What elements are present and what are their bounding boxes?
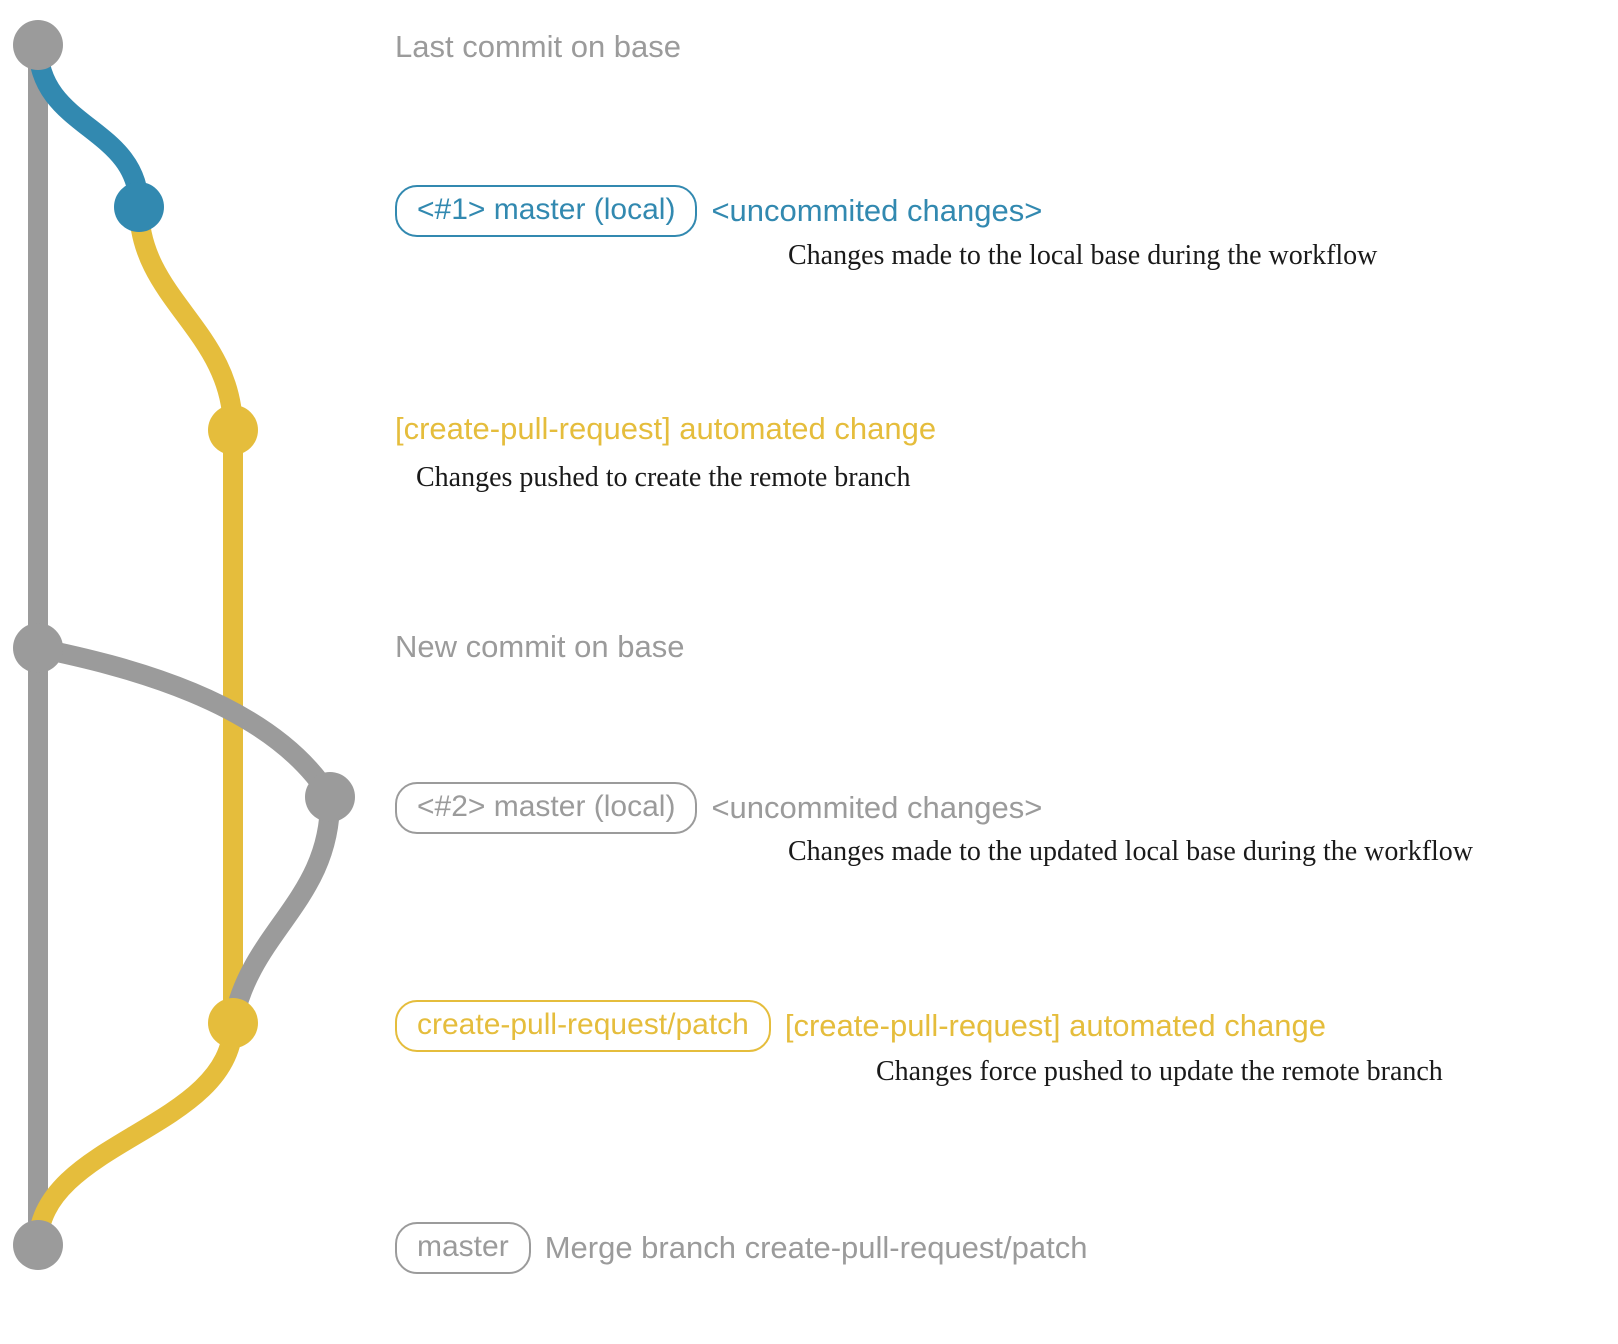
branch-badge-master[interactable]: master <box>395 1222 531 1274</box>
node-automated-change-2[interactable] <box>208 998 258 1048</box>
commit-title: <uncommited changes> <box>711 789 1043 825</box>
headline: create-pull-request/patch [create-pull-r… <box>395 1000 1326 1052</box>
edge-local-master-2-to-patch-2 <box>223 787 341 1033</box>
headline: [create-pull-request] automated change <box>395 411 937 446</box>
edge-base-to-local-master-1 <box>28 35 149 217</box>
row-local-master-1: <#1> master (local) <uncommited changes> <box>395 185 1042 237</box>
commit-title: <uncommited changes> <box>711 192 1043 228</box>
row-last-commit-on-base: Last commit on base <box>395 29 682 64</box>
commit-title: New commit on base <box>395 629 685 664</box>
commit-title: [create-pull-request] automated change <box>395 411 937 446</box>
git-graph <box>13 20 355 1270</box>
row-local-master-2: <#2> master (local) <uncommited changes> <box>395 782 1042 834</box>
headline: <#1> master (local) <uncommited changes> <box>395 185 1042 237</box>
headline: master Merge branch create-pull-request/… <box>395 1222 1087 1274</box>
headline: <#2> master (local) <uncommited changes> <box>395 782 1042 834</box>
branch-badge-local-master-1[interactable]: <#1> master (local) <box>395 185 698 237</box>
caption-automated-change-1: Changes pushed to create the remote bran… <box>416 462 911 493</box>
caption-local-master-2: Changes made to the updated local base d… <box>788 836 1474 867</box>
row-automated-change-2: create-pull-request/patch [create-pull-r… <box>395 1000 1326 1052</box>
row-automated-change-1: [create-pull-request] automated change <box>395 411 937 446</box>
node-new-commit-on-base[interactable] <box>13 623 63 673</box>
branch-badge-local-master-2[interactable]: <#2> master (local) <box>395 782 698 834</box>
node-local-master-2[interactable] <box>305 772 355 822</box>
headline: Last commit on base <box>395 29 682 64</box>
edge-base-to-local-master-2 <box>28 638 340 807</box>
commit-title: Merge branch create-pull-request/patch <box>544 1229 1088 1265</box>
caption-local-master-1: Changes made to the local base during th… <box>788 240 1378 271</box>
caption-automated-change-2: Changes force pushed to update the remot… <box>876 1056 1443 1087</box>
row-merge-master: master Merge branch create-pull-request/… <box>395 1222 1087 1274</box>
branch-badge-create-pull-request-patch[interactable]: create-pull-request/patch <box>395 1000 771 1052</box>
node-last-commit-on-base[interactable] <box>13 20 63 70</box>
node-automated-change-1[interactable] <box>208 405 258 455</box>
headline: New commit on base <box>395 629 685 664</box>
edge-patch-2-to-merge <box>28 1013 243 1255</box>
commit-title: Last commit on base <box>395 29 682 64</box>
node-local-master-1[interactable] <box>114 182 164 232</box>
edge-local-master-1-to-patch-1 <box>129 197 243 440</box>
commit-title: [create-pull-request] automated change <box>784 1007 1326 1043</box>
row-new-commit-on-base: New commit on base <box>395 629 685 664</box>
node-merge-master[interactable] <box>13 1220 63 1270</box>
